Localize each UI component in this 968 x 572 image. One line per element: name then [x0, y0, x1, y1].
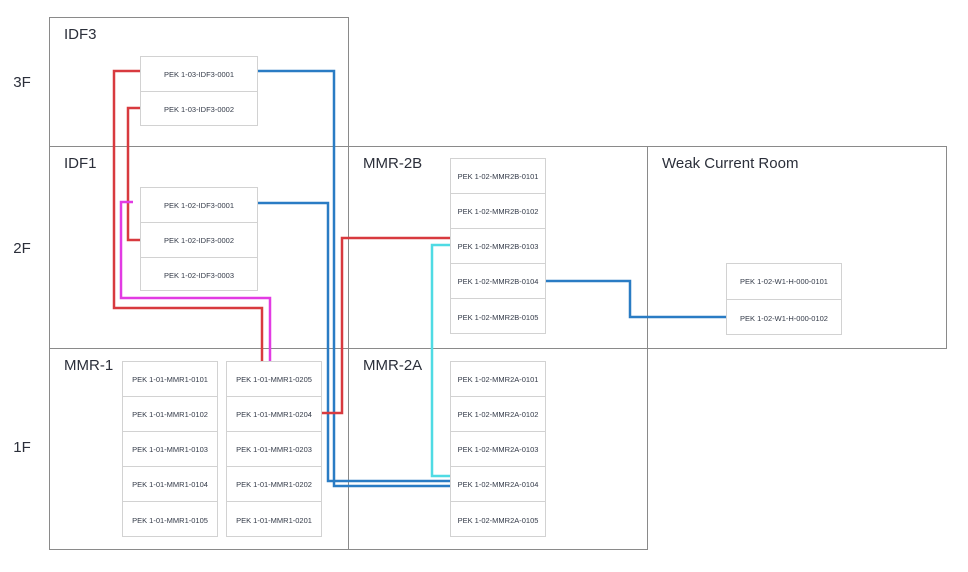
panel-port[interactable]: PEK 1-01-MMR1-0204	[227, 397, 321, 432]
panel-port[interactable]: PEK 1-01-MMR1-0101	[123, 362, 217, 397]
rack-mmr2b: PEK 1-02-MMR2B-0101 PEK 1-02-MMR2B-0102 …	[450, 158, 546, 334]
rack-mmr2a: PEK 1-02-MMR2A-0101 PEK 1-02-MMR2A-0102 …	[450, 361, 546, 537]
rack-mmr1-b: PEK 1-01-MMR1-0205 PEK 1-01-MMR1-0204 PE…	[226, 361, 322, 537]
panel-port[interactable]: PEK 1-02-MMR2B-0101	[451, 159, 545, 194]
room-title-weak-current: Weak Current Room	[662, 155, 799, 172]
panel-port[interactable]: PEK 1-01-MMR1-0201	[236, 515, 312, 525]
panel-port[interactable]: PEK 1-02-MMR2A-0103	[451, 432, 545, 467]
panel-port[interactable]: PEK 1-02-W1-H-000-0102	[740, 313, 828, 323]
panel-port[interactable]: PEK 1-01-MMR1-0104	[123, 467, 217, 502]
panel-port[interactable]: PEK 1-02-MMR2B-0103	[451, 229, 545, 264]
panel-port[interactable]: PEK 1-02-MMR2A-0102	[451, 397, 545, 432]
panel-port[interactable]: PEK 1-03-IDF3-0001	[141, 57, 257, 92]
room-title-mmr2a: MMR-2A	[363, 357, 423, 374]
floor-label-2f: 2F	[13, 240, 31, 257]
panel-port[interactable]: PEK 1-01-MMR1-0105	[132, 515, 208, 525]
panel-port[interactable]: PEK 1-01-MMR1-0102	[123, 397, 217, 432]
panel-port[interactable]: PEK 1-03-IDF3-0002	[163, 105, 235, 114]
rack-idf1: PEK 1-02-IDF3-0001 PEK 1-02-IDF3-0002 PE…	[140, 187, 258, 291]
panel-port[interactable]: PEK 1-02-IDF3-0002	[141, 223, 257, 258]
room-title-mmr1: MMR-1	[64, 357, 114, 374]
panel-port[interactable]: PEK 1-02-MMR2A-0104	[451, 467, 545, 502]
panel-port[interactable]: PEK 1-01-MMR1-0103	[123, 432, 217, 467]
rack-idf3: PEK 1-03-IDF3-0001 PEK 1-03-IDF3-0002	[140, 56, 258, 126]
panel-port[interactable]: PEK 1-02-MMR2B-0105	[457, 312, 539, 322]
panel-port[interactable]: PEK 1-02-MMR2A-0105	[457, 515, 539, 525]
panel-port[interactable]: PEK 1-02-MMR2B-0104	[451, 264, 545, 299]
panel-port[interactable]: PEK 1-01-MMR1-0203	[227, 432, 321, 467]
floor-label-3f: 3F	[13, 74, 31, 91]
panel-port[interactable]: PEK 1-02-W1-H-000-0101	[727, 264, 841, 300]
panel-port[interactable]: PEK 1-02-MMR2B-0102	[451, 194, 545, 229]
floor-label-1f: 1F	[13, 439, 31, 456]
panel-port[interactable]: PEK 1-02-IDF3-0001	[141, 188, 257, 223]
room-title-mmr2b: MMR-2B	[363, 155, 423, 172]
panel-port[interactable]: PEK 1-02-IDF3-0003	[163, 270, 235, 280]
rack-weak-current: PEK 1-02-W1-H-000-0101 PEK 1-02-W1-H-000…	[726, 263, 842, 335]
room-title-idf1: IDF1	[64, 155, 97, 172]
panel-port[interactable]: PEK 1-02-MMR2A-0101	[451, 362, 545, 397]
room-title-idf3: IDF3	[64, 26, 97, 43]
panel-port[interactable]: PEK 1-01-MMR1-0202	[227, 467, 321, 502]
rack-mmr1-a: PEK 1-01-MMR1-0101 PEK 1-01-MMR1-0102 PE…	[122, 361, 218, 537]
panel-port[interactable]: PEK 1-01-MMR1-0205	[227, 362, 321, 397]
